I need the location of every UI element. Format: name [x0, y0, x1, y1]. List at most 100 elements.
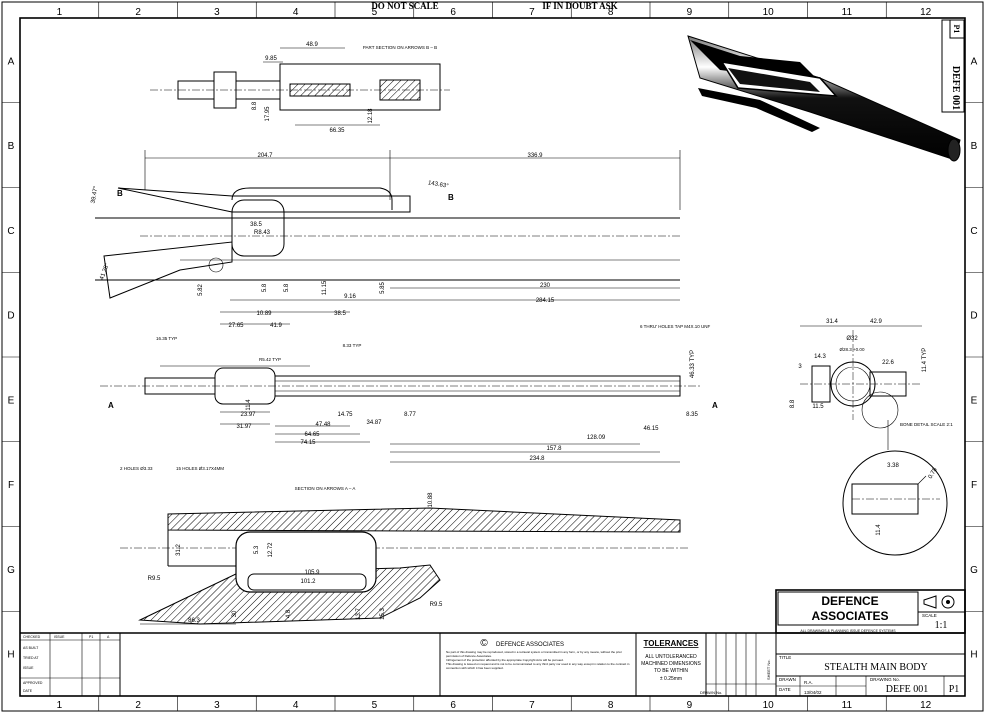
- do-not-scale-note: DO NOT SCALE: [371, 1, 438, 11]
- dim-end-0: 31.4: [826, 319, 838, 325]
- dim-side-8: 5.8: [262, 283, 268, 292]
- dim-top-10: 74.15: [300, 440, 316, 446]
- drawing-title: STEALTH MAIN BODY: [824, 662, 928, 673]
- dim-end-7: 11.4 TYP: [922, 348, 928, 372]
- section-mark-a-right: A: [712, 401, 718, 410]
- copyright-name: DEFENCE ASSOCIATES: [496, 642, 564, 648]
- grid-col-bottom-12: 12: [920, 700, 932, 711]
- grid-col-top-7: 7: [529, 7, 535, 18]
- grid-row-left-G: G: [7, 565, 15, 576]
- drawing-number: DEFE 001: [886, 684, 929, 695]
- dim-end-6: 22.6: [882, 360, 894, 366]
- dim-top-12: 34.87: [366, 420, 382, 426]
- grid-row-right-F: F: [971, 480, 977, 491]
- grid-col-bottom-8: 8: [608, 700, 614, 711]
- dim-a-6: 105.9: [304, 570, 320, 576]
- grid-row-left-F: F: [8, 480, 14, 491]
- tolerances-line4: ± 0.25mm: [660, 676, 682, 682]
- grid-col-top-10: 10: [763, 7, 775, 18]
- dim-top-0: R5.42 TYP: [259, 357, 281, 362]
- copyright-text-1: No part of this drawing may be reproduce…: [446, 650, 622, 658]
- issue-number: P1: [949, 684, 960, 695]
- dim-top-8: 47.48: [315, 422, 331, 428]
- dim-top-18: 46.15: [643, 426, 659, 432]
- section-b-view: PART SECTION ON ARROWS B – B 48.9 9.85 8…: [150, 42, 450, 134]
- dim-side-12: 9.16: [344, 294, 356, 300]
- section-mark-b-right: B: [448, 193, 454, 202]
- dim-side-4: 38.5: [250, 222, 262, 228]
- dim-a-5: 12.72: [268, 542, 274, 558]
- dim-detail-0: 3.38: [887, 463, 899, 469]
- dim-side-16: 41.9: [270, 323, 282, 329]
- tolerances-line1: ALL UNTOLERANCED: [645, 654, 697, 660]
- dim-side-9: 5.8: [284, 283, 290, 292]
- dim-side-13: 38.5: [334, 311, 346, 317]
- top-view: 16.35 TYP R5.42 TYP 8.33 TYP 6 THRU' HOL…: [100, 324, 718, 463]
- company-subtitle: ALL DRAWINGS & PLANNING ISSUE DEFENCE SY…: [800, 629, 896, 633]
- grid-col-top-3: 3: [214, 7, 220, 18]
- company-name-line2: ASSOCIATES: [811, 609, 888, 623]
- grid-col-bottom-6: 6: [450, 700, 456, 711]
- dim-side-11: 5.85: [380, 282, 386, 294]
- grid-col-bottom-1: 1: [57, 700, 63, 711]
- scale-value: 1:1: [935, 620, 948, 631]
- copyright-text-2: Infringement of the protection afforded …: [446, 658, 564, 662]
- dim-a-0: 2 HOLES Ø3.33: [120, 466, 153, 471]
- grid-col-top-8: 8: [608, 7, 614, 18]
- section-a-view: SECTION ON ARROWS A – A 2 HOLES Ø3.33 15…: [120, 466, 690, 625]
- grid-row-left-B: B: [8, 141, 15, 152]
- grid-col-bottom-7: 7: [529, 700, 535, 711]
- dim-a-8: R9.5: [148, 576, 161, 582]
- grid-col-bottom-9: 9: [687, 700, 693, 711]
- dim-top-13: 8.77: [404, 412, 416, 418]
- grid-row-left-H: H: [7, 650, 14, 661]
- dim-side-6: 41.28°: [99, 262, 111, 281]
- dim-a-3: 31.2: [176, 544, 182, 556]
- grid-col-top-6: 6: [450, 7, 456, 18]
- dim-side-18: 284.15: [536, 298, 555, 304]
- dim-a-10: 86.3: [188, 618, 200, 624]
- grid-row-left-D: D: [7, 311, 14, 322]
- dim-side-14: 10.89: [256, 311, 272, 317]
- dim-top-5: 11.4: [246, 399, 252, 411]
- date-value: 13/04/02: [804, 690, 822, 695]
- section-a-title: SECTION ON ARROWS A – A: [295, 486, 356, 491]
- revision-tag-label: P1: [952, 25, 961, 34]
- grid-col-bottom-11: 11: [842, 700, 853, 711]
- dim-a-12: 4.8: [286, 609, 292, 618]
- detail-view: BONE DETAIL SCALE 2:1 3.38 0.78 11.4: [842, 422, 953, 556]
- grid-row-right-A: A: [971, 56, 978, 67]
- dim-end-3: Ø28.3 +0.00: [840, 347, 865, 352]
- dim-side-1: 336.9: [527, 153, 543, 159]
- dim-top-16: 157.8: [546, 446, 562, 452]
- dim-a-13: 13.7: [356, 608, 362, 620]
- grid-col-top-9: 9: [687, 7, 693, 18]
- dim-side-3: 39.47°: [91, 185, 100, 204]
- grid-col-top-12: 12: [920, 7, 932, 18]
- dim-top-14: 8.35: [686, 412, 698, 418]
- dim-side-7: 5.82: [198, 284, 204, 296]
- end-view: 31.4 42.9 Ø32 Ø28.3 +0.00 3 14.3 22.6 11…: [790, 319, 928, 450]
- dim-top-7: 31.97: [236, 424, 252, 430]
- grid-row-right-H: H: [970, 650, 977, 661]
- revision-tag: P1 DEFE 001: [941, 19, 965, 113]
- rev-label-tried: TRIED AT: [23, 656, 39, 660]
- dim-b-1: 9.85: [265, 56, 277, 62]
- rev-col-a: A: [107, 635, 110, 639]
- title-block: DEFENCE ASSOCIATES ALL DRAWINGS & PLANNI…: [19, 589, 966, 697]
- detail-title: BONE DETAIL SCALE 2:1: [900, 422, 953, 427]
- grid-row-right-C: C: [970, 226, 977, 237]
- grid-col-top-5: 5: [372, 7, 378, 18]
- dim-a-4: 5.3: [254, 545, 260, 554]
- grid-col-bottom-10: 10: [763, 700, 775, 711]
- grid-row-right-D: D: [970, 311, 977, 322]
- dim-side-15: 27.65: [228, 323, 244, 329]
- dim-b-5: 12.18: [368, 108, 374, 124]
- scale-label: SCALE: [922, 613, 937, 618]
- grid-col-top-4: 4: [293, 7, 299, 18]
- dim-b-3: 17.95: [265, 106, 271, 122]
- dim-top-17: 234.8: [529, 456, 545, 462]
- dim-a-11: 30: [232, 610, 238, 617]
- drawn-label: DRAWN: [779, 677, 796, 682]
